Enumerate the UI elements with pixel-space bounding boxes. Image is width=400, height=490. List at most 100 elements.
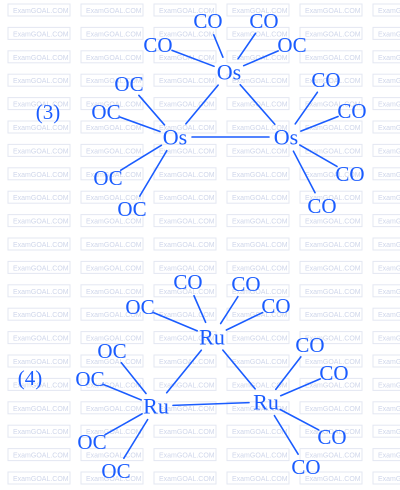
watermark-tile: ExamGOAL.COM [7, 50, 71, 64]
watermark-tile: ExamGOAL.COM [80, 97, 144, 111]
watermark-text: ExamGOAL.COM [378, 195, 400, 202]
carbonyl-ligand-label: CO [173, 270, 202, 294]
watermark-tile: ExamGOAL.COM [372, 401, 400, 415]
watermark-text: ExamGOAL.COM [13, 406, 69, 413]
metal-carbonyl-bond [219, 295, 239, 325]
carbonyl-ligand-label: OC [114, 72, 143, 96]
watermark-text: ExamGOAL.COM [86, 195, 142, 202]
watermark-tile: ExamGOAL.COM [7, 424, 71, 438]
metal-carbonyl-bond [138, 94, 166, 126]
watermark-tile: ExamGOAL.COM [372, 50, 400, 64]
watermark-tile: ExamGOAL.COM [226, 237, 290, 251]
watermark-text: ExamGOAL.COM [13, 8, 69, 15]
watermark-text: ExamGOAL.COM [305, 219, 361, 226]
watermark-tile: ExamGOAL.COM [80, 167, 144, 181]
watermark-text: ExamGOAL.COM [305, 289, 361, 296]
watermark-text: ExamGOAL.COM [305, 55, 361, 62]
watermark-tile: ExamGOAL.COM [299, 190, 363, 204]
carbonyl-ligand-label: CO [143, 33, 172, 57]
watermark-text: ExamGOAL.COM [13, 31, 69, 38]
watermark-tile: ExamGOAL.COM [299, 143, 363, 157]
watermark-tile: ExamGOAL.COM [299, 167, 363, 181]
watermark-tile: ExamGOAL.COM [226, 214, 290, 228]
metal-carbonyl-bond [153, 311, 199, 332]
watermark-text: ExamGOAL.COM [232, 219, 288, 226]
watermark-tile: ExamGOAL.COM [372, 260, 400, 274]
watermark-tile: ExamGOAL.COM [7, 97, 71, 111]
watermark-tile: ExamGOAL.COM [7, 214, 71, 228]
watermark-text: ExamGOAL.COM [305, 429, 361, 436]
watermark-text: ExamGOAL.COM [305, 382, 361, 389]
watermark-text: ExamGOAL.COM [159, 382, 215, 389]
metal-metal-bond [165, 349, 203, 394]
watermark-text: ExamGOAL.COM [305, 336, 361, 343]
metal-atom-label: Ru [199, 325, 225, 350]
watermark-text: ExamGOAL.COM [86, 429, 142, 436]
carbonyl-ligand-label: OC [91, 100, 120, 124]
watermark-text: ExamGOAL.COM [378, 265, 400, 272]
watermark-tile: ExamGOAL.COM [299, 424, 363, 438]
metal-carbonyl-bond [292, 150, 316, 194]
watermark-tile: ExamGOAL.COM [372, 354, 400, 368]
watermark-text: ExamGOAL.COM [378, 148, 400, 155]
watermark-text: ExamGOAL.COM [13, 172, 69, 179]
watermark-text: ExamGOAL.COM [13, 429, 69, 436]
watermark-tile: ExamGOAL.COM [372, 284, 400, 298]
watermark-text: ExamGOAL.COM [305, 265, 361, 272]
watermark-tile: ExamGOAL.COM [153, 260, 217, 274]
watermark-text: ExamGOAL.COM [232, 8, 288, 15]
metal-carbonyl-bond [225, 311, 264, 331]
watermark-text: ExamGOAL.COM [232, 148, 288, 155]
watermark-text: ExamGOAL.COM [232, 242, 288, 249]
watermark-text: ExamGOAL.COM [305, 172, 361, 179]
carbonyl-ligand-label: OC [277, 33, 306, 57]
watermark-tile: ExamGOAL.COM [7, 284, 71, 298]
watermark-tile: ExamGOAL.COM [226, 401, 290, 415]
watermark-text: ExamGOAL.COM [305, 148, 361, 155]
watermark-tile: ExamGOAL.COM [226, 284, 290, 298]
watermark-tile: ExamGOAL.COM [226, 331, 290, 345]
watermark-text: ExamGOAL.COM [159, 78, 215, 85]
watermark-text: ExamGOAL.COM [86, 476, 142, 483]
watermark-tile: ExamGOAL.COM [226, 167, 290, 181]
watermark-text: ExamGOAL.COM [305, 476, 361, 483]
watermark-text: ExamGOAL.COM [232, 195, 288, 202]
carbonyl-ligand-label: OC [77, 430, 106, 454]
watermark-text: ExamGOAL.COM [86, 125, 142, 132]
watermark-tile: ExamGOAL.COM [80, 284, 144, 298]
watermark-tile: ExamGOAL.COM [299, 284, 363, 298]
watermark-text: ExamGOAL.COM [159, 242, 215, 249]
watermark-tile: ExamGOAL.COM [7, 377, 71, 391]
watermark-tile: ExamGOAL.COM [153, 190, 217, 204]
watermark-tile: ExamGOAL.COM [7, 73, 71, 87]
watermark-text: ExamGOAL.COM [378, 78, 400, 85]
watermark-tile: ExamGOAL.COM [7, 143, 71, 157]
watermark-text: ExamGOAL.COM [232, 31, 288, 38]
watermark-text: ExamGOAL.COM [305, 312, 361, 319]
watermark-tile: ExamGOAL.COM [372, 120, 400, 134]
watermark-tile: ExamGOAL.COM [226, 26, 290, 40]
watermark-text: ExamGOAL.COM [232, 172, 288, 179]
watermark-tile: ExamGOAL.COM [299, 471, 363, 485]
watermark-text: ExamGOAL.COM [232, 289, 288, 296]
watermark-text: ExamGOAL.COM [13, 242, 69, 249]
metal-carbonyl-bond [212, 34, 224, 59]
watermark-tile: ExamGOAL.COM [7, 167, 71, 181]
watermark-tile: ExamGOAL.COM [372, 377, 400, 391]
watermark-tile: ExamGOAL.COM [226, 377, 290, 391]
watermark-text: ExamGOAL.COM [232, 382, 288, 389]
watermark-text: ExamGOAL.COM [86, 289, 142, 296]
carbonyl-ligand-label: CO [337, 99, 366, 123]
watermark-tile: ExamGOAL.COM [7, 260, 71, 274]
watermark-tile: ExamGOAL.COM [372, 448, 400, 462]
watermark-tile: ExamGOAL.COM [226, 424, 290, 438]
watermark-text: ExamGOAL.COM [159, 476, 215, 483]
metal-atom-label: Os [163, 125, 187, 150]
watermark-tile: ExamGOAL.COM [80, 424, 144, 438]
watermark-text: ExamGOAL.COM [13, 476, 69, 483]
watermark-text: ExamGOAL.COM [86, 148, 142, 155]
watermark-text: ExamGOAL.COM [378, 476, 400, 483]
watermark-tile: ExamGOAL.COM [7, 237, 71, 251]
